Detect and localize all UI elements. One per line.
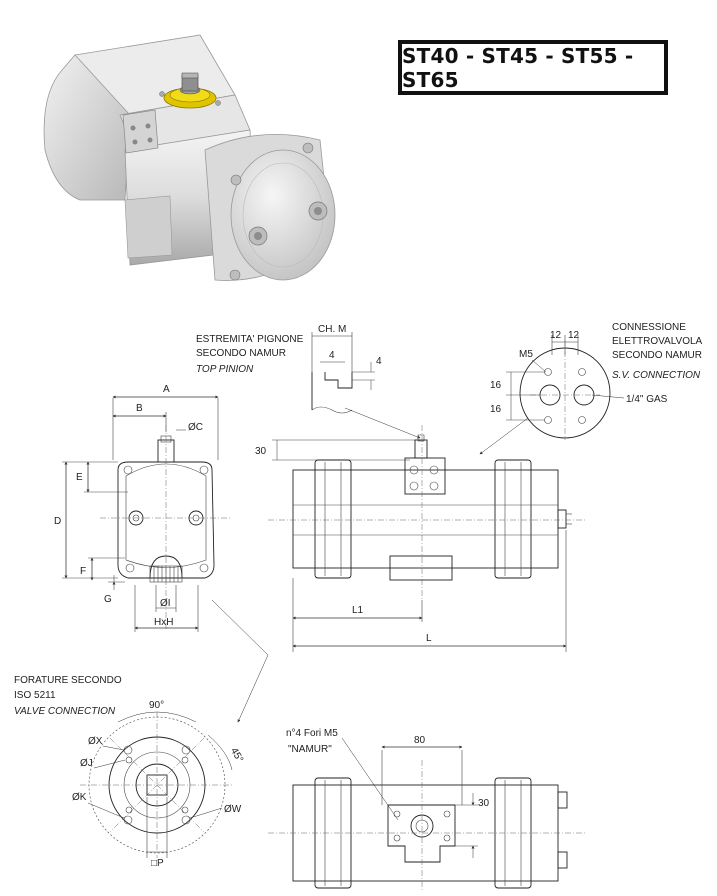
side-view: 30 L1 xyxy=(255,425,585,652)
dim-side-30: 30 xyxy=(255,446,267,457)
actuator-3d-render xyxy=(43,34,336,281)
model-title: ST40 - ST45 - ST55 - ST65 xyxy=(402,43,634,92)
sv-label-3: SECONDO NAMUR xyxy=(612,350,702,361)
dim-namur-30: 30 xyxy=(478,798,490,809)
dim-sv-m5: M5 xyxy=(519,349,533,360)
dim-pinion-4b: 4 xyxy=(376,356,382,367)
dim-l1: L1 xyxy=(352,605,364,616)
pinion-label-1: ESTREMITA' PIGNONE xyxy=(196,334,304,345)
dim-sv-12a: 12 xyxy=(550,330,562,341)
pinion-label-2: SECONDO NAMUR xyxy=(196,348,286,359)
dim-iso-x: ØX xyxy=(88,736,103,747)
iso-5211-detail: FORATURE SECONDO ISO 5211 VALVE CONNECTI… xyxy=(14,675,245,869)
iso-label-3: VALVE CONNECTION xyxy=(14,706,116,717)
iso-angle-45: 45° xyxy=(228,746,245,765)
dim-iso-p: □P xyxy=(151,858,164,869)
dim-hxh: HxH xyxy=(154,617,173,628)
dim-e: E xyxy=(76,472,83,483)
dim-iso-w: ØW xyxy=(224,804,242,815)
dim-sv-16b: 16 xyxy=(490,404,502,415)
dim-namur-80: 80 xyxy=(414,735,426,746)
pinion-detail: ESTREMITA' PIGNONE SECONDO NAMUR TOP PIN… xyxy=(196,324,421,439)
dim-pinion-4a: 4 xyxy=(329,350,335,361)
dim-sv-12b: 12 xyxy=(568,330,580,341)
namur-fori: n°4 Fori M5 xyxy=(286,728,338,739)
dim-sv-16a: 16 xyxy=(490,380,502,391)
dim-ch-m: CH. M xyxy=(318,324,346,335)
leader-arrow xyxy=(211,599,269,656)
pinion-label-3: TOP PINION xyxy=(196,364,254,375)
dim-sv-gas: 1/4" GAS xyxy=(626,394,668,405)
dim-c: ØC xyxy=(188,422,203,433)
iso-angle-90: 90° xyxy=(149,700,164,711)
dim-iso-k: ØK xyxy=(72,792,87,803)
dim-g: G xyxy=(104,594,112,605)
sv-label-1: CONNESSIONE xyxy=(612,322,686,333)
dim-i: ØI xyxy=(160,598,171,609)
iso-label-1: FORATURE SECONDO xyxy=(14,675,122,686)
dim-b: B xyxy=(136,403,143,414)
namur-label: "NAMUR" xyxy=(288,744,332,755)
sv-label-2: ELETTROVALVOLA xyxy=(612,336,703,347)
sv-connection-detail: CONNESSIONE ELETTROVALVOLA SECONDO NAMUR… xyxy=(479,322,703,455)
model-title-box: ST40 - ST45 - ST55 - ST65 xyxy=(398,40,668,95)
dim-f: F xyxy=(80,566,86,577)
dim-a: A xyxy=(163,384,170,395)
dim-d: D xyxy=(54,516,61,527)
sv-label-4: S.V. CONNECTION xyxy=(612,370,701,381)
iso-label-2: ISO 5211 xyxy=(14,690,56,701)
namur-top-view: n°4 Fori M5 "NAMUR" 80 xyxy=(268,728,585,890)
front-view: A B ØC xyxy=(54,384,232,632)
dim-iso-j: ØJ xyxy=(80,758,93,769)
dim-l: L xyxy=(426,633,432,644)
